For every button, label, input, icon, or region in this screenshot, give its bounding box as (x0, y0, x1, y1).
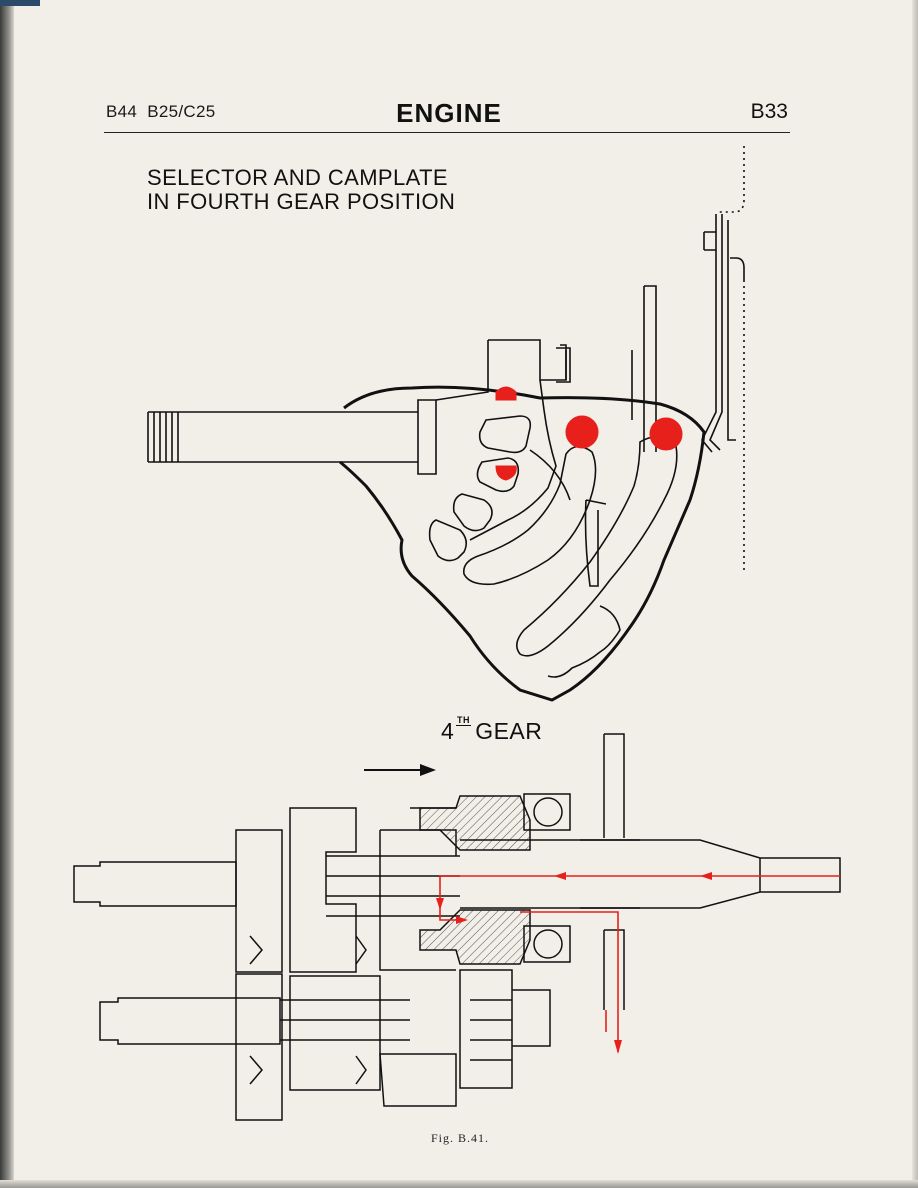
book-binding-edge (0, 0, 14, 1188)
header-rule (104, 132, 790, 133)
figure-title-line-2: IN FOURTH GEAR POSITION (147, 189, 456, 214)
page-right-edge (912, 0, 918, 1188)
binding-corner-mark (0, 0, 40, 6)
gear-superscript: TH (456, 715, 471, 726)
figure-title: SELECTOR AND CAMPLATE IN FOURTH GEAR POS… (147, 166, 455, 214)
gear-number: 4 (441, 718, 455, 744)
arrow-right-icon (364, 764, 436, 776)
header-model-codes: B44 B25/C25 (106, 102, 216, 121)
figure-caption: Fig. B.41. (430, 1131, 489, 1145)
gear-position-label: 4 TH GEAR (441, 715, 543, 745)
header-page-number: B33 (750, 100, 788, 123)
header-section-title: ENGINE (396, 98, 502, 128)
page-bottom-edge (0, 1180, 918, 1188)
figure-title-line-1: SELECTOR AND CAMPLATE (147, 165, 448, 190)
gear-word: GEAR (475, 718, 543, 744)
